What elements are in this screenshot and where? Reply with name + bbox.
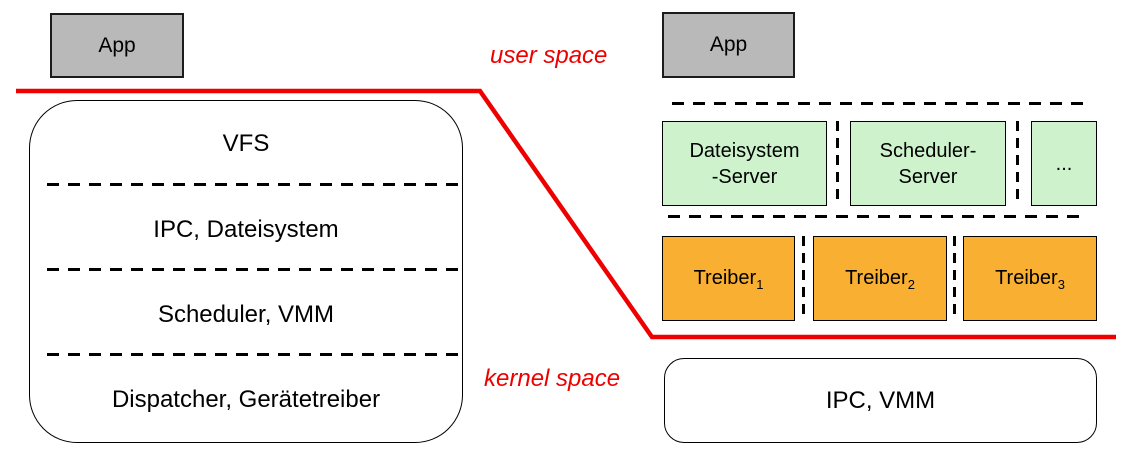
driver-label-subscript: 2 xyxy=(907,277,915,292)
server-label-line1: Scheduler- xyxy=(879,139,977,162)
monolith-divider-3 xyxy=(47,353,459,356)
server-box-scheduler: Scheduler- Server xyxy=(850,121,1006,206)
server-label-line1: Dateisystem xyxy=(689,139,800,162)
monolith-layer-ipc-dateisystem: IPC, Dateisystem xyxy=(153,215,339,243)
driver-label-subscript: 3 xyxy=(1057,277,1065,292)
microkernel-app-box: App xyxy=(662,12,795,78)
monolith-layer-vfs: VFS xyxy=(222,129,270,157)
driver-separator-2 xyxy=(953,236,956,321)
server-box-ellipsis: ... xyxy=(1031,121,1097,206)
driver-box-1: Treiber1 xyxy=(662,236,795,321)
driver-box-2: Treiber2 xyxy=(813,236,947,321)
server-separator-2 xyxy=(1016,121,1019,206)
microkernel-app-label: App xyxy=(709,33,748,56)
driver-separator-1 xyxy=(802,236,805,321)
driver-label: Treiber2 xyxy=(845,267,915,292)
driver-label: Treiber1 xyxy=(693,267,764,292)
user-space-label: user space xyxy=(490,42,608,69)
driver-label-base: Treiber xyxy=(995,267,1058,289)
monolith-app-box: App xyxy=(50,13,184,78)
driver-label-base: Treiber xyxy=(845,267,908,289)
server-label-ellipsis: ... xyxy=(1055,152,1073,175)
driver-box-3: Treiber3 xyxy=(963,236,1097,321)
microkernel-divider-top xyxy=(672,102,1088,105)
server-separator-1 xyxy=(836,121,839,206)
microkernel-core-box: IPC, VMM xyxy=(664,358,1097,443)
monolith-layer-dispatcher-geraetetreiber: Dispatcher, Gerätetreiber xyxy=(111,385,381,413)
driver-label: Treiber3 xyxy=(995,267,1065,292)
kernel-space-label: kernel space xyxy=(484,365,621,392)
microkernel-divider-middle xyxy=(668,215,1088,218)
driver-label-base: Treiber xyxy=(693,267,757,289)
monolith-divider-2 xyxy=(47,268,459,271)
driver-label-subscript: 1 xyxy=(756,277,764,292)
monolith-layer-scheduler-vmm: Scheduler, VMM xyxy=(157,300,335,328)
monolith-app-label: App xyxy=(98,33,136,57)
monolith-kernel-box: VFS IPC, Dateisystem Scheduler, VMM Disp… xyxy=(29,100,463,443)
monolith-divider-1 xyxy=(47,183,459,186)
microkernel-core-label: IPC, VMM xyxy=(825,386,936,414)
server-label-line2: -Server xyxy=(711,165,778,188)
server-label-line2: Server xyxy=(898,165,958,188)
server-box-dateisystem: Dateisystem -Server xyxy=(662,121,827,206)
